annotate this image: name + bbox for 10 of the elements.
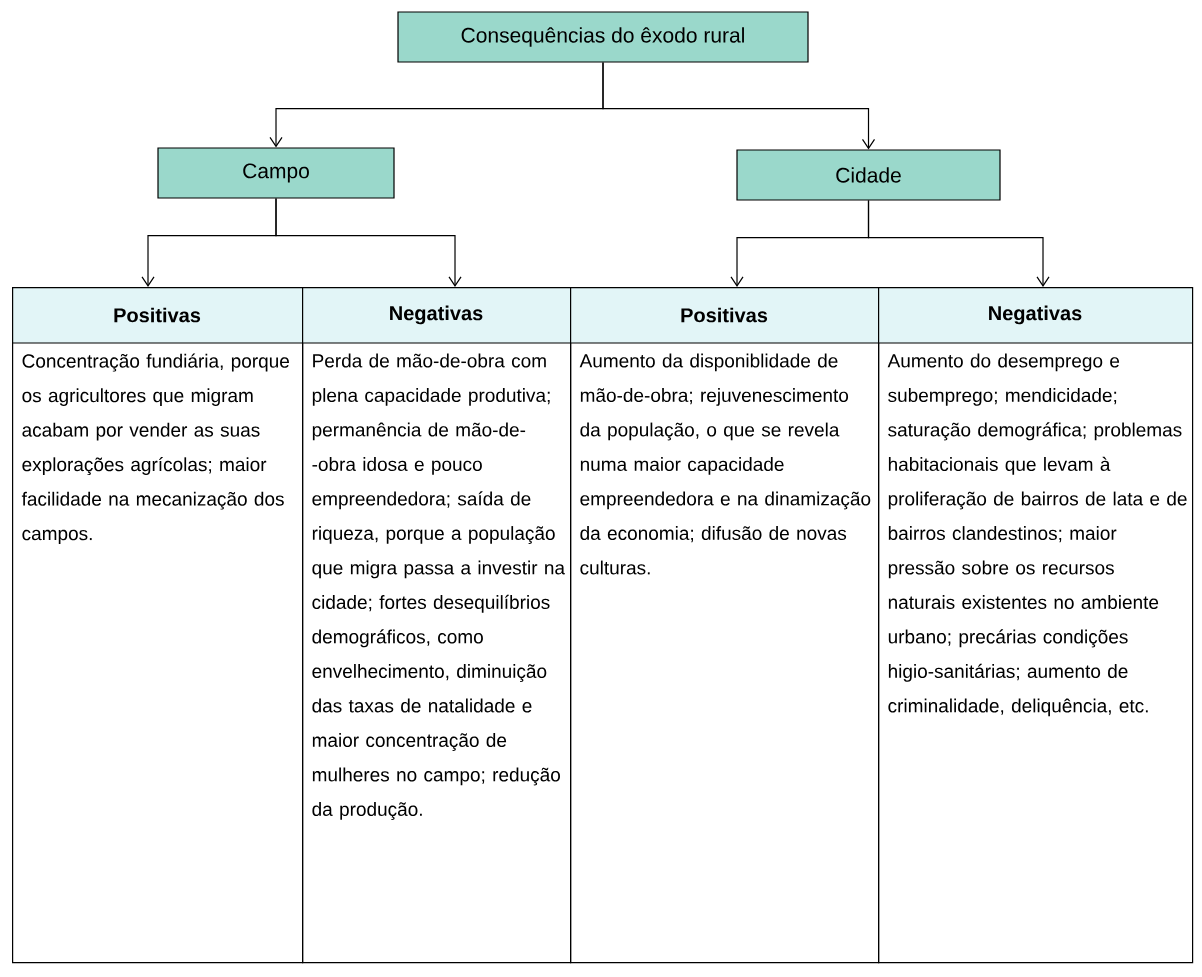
- heading-box: Cidade: [736, 149, 1001, 201]
- heading-box: Campo: [157, 147, 395, 199]
- table-column: Negativas Perda de mão-de-obra com plena capacidade produtiva; permanência de mão-de- -obra idosa e pouco empreendedora; saída de riqueza, porque a população que migra passa a investir na cidade; fortes desequilíbrios demográficos, como envelhecimento, diminuição das taxas de natalidade e maior concentração de mulheres no campo; redução da produção.: [301, 287, 572, 964]
- arrow: [602, 62, 876, 150]
- arrow: [867, 200, 1050, 287]
- table-column: Positivas Aumento da disponiblidade de mão-de-obra; rejuvenescimento da população, o que se revela numa maior capacidade empreendedora e na dinamização da economia; difusão de novas culturas.: [569, 287, 880, 964]
- heading-box: Consequências do êxodo rural: [397, 11, 809, 63]
- table-column: Positivas Concentração fundiária, porque os agricultores que migram acabam por vender as suas explorações agrícolas; maior facilidade na mecanização dos campos.: [11, 287, 304, 964]
- table-column: Negativas Aumento do desemprego e subemprego; mendicidade; saturação demográfica; problemas habitacionais que levam à proliferação de bairros de lata e de bairros clandestinos; maior pressão sobre os recursos naturais existentes no ambiente urbano; precárias condições higio-sanitárias; aumento de criminalidade, deliquência, etc.: [877, 287, 1194, 964]
- arrow: [275, 198, 462, 287]
